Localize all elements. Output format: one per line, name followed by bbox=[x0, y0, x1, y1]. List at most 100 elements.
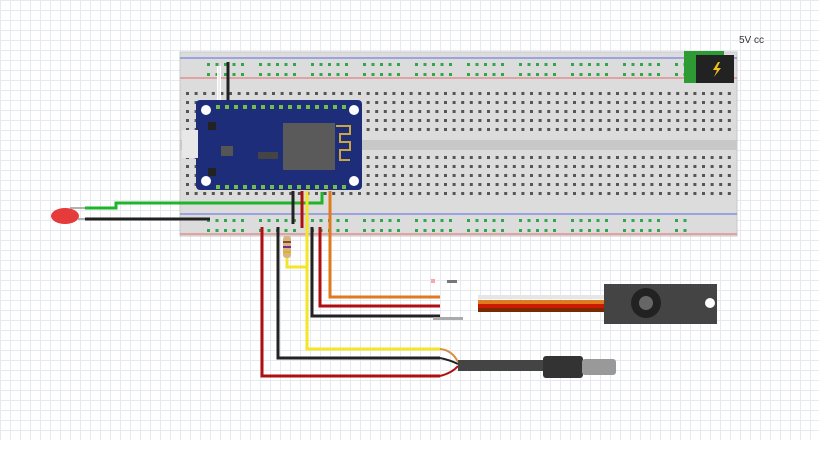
breadboard-hole bbox=[684, 174, 688, 177]
breadboard-hole bbox=[444, 128, 447, 131]
breadboard-hole bbox=[328, 63, 331, 66]
breadboard-hole bbox=[426, 92, 430, 95]
breadboard-hole bbox=[194, 92, 198, 95]
breadboard-hole bbox=[366, 174, 370, 177]
breadboard-hole bbox=[702, 174, 705, 177]
breadboard-hole bbox=[512, 156, 516, 159]
breadboard-hole bbox=[409, 165, 413, 168]
breadboard-hole bbox=[409, 174, 413, 177]
breadboard-hole bbox=[475, 63, 479, 66]
breadboard-hole bbox=[727, 101, 731, 104]
breadboard-hole bbox=[596, 219, 600, 222]
breadboard-hole bbox=[487, 92, 490, 95]
board-pin bbox=[288, 105, 292, 109]
breadboard-hole bbox=[581, 174, 585, 177]
breadboard-hole bbox=[254, 192, 258, 195]
board-pin bbox=[324, 185, 328, 189]
breadboard-hole bbox=[478, 183, 482, 186]
breadboard-hole bbox=[383, 92, 387, 95]
breadboard-hole bbox=[487, 128, 490, 131]
breadboard-hole bbox=[719, 165, 723, 168]
breadboard-hole bbox=[624, 174, 628, 177]
breadboard-hole bbox=[527, 219, 531, 222]
breadboard-hole bbox=[596, 229, 600, 232]
breadboard-hole bbox=[461, 174, 465, 177]
breadboard-hole bbox=[648, 63, 652, 66]
breadboard-hole bbox=[487, 156, 490, 159]
breadboard-hole bbox=[224, 229, 227, 232]
breadboard-hole bbox=[710, 92, 714, 95]
breadboard-hole bbox=[409, 192, 413, 195]
breadboard-hole bbox=[383, 174, 387, 177]
breadboard-hole bbox=[449, 229, 452, 232]
breadboard-hole bbox=[616, 156, 619, 159]
breadboard-hole bbox=[478, 165, 482, 168]
breadboard-hole bbox=[504, 165, 508, 168]
breadboard-hole bbox=[504, 128, 508, 131]
breadboard-hole bbox=[478, 192, 482, 195]
breadboard-hole bbox=[340, 192, 344, 195]
breadboard-hole bbox=[423, 229, 427, 232]
breadboard-hole bbox=[659, 101, 662, 104]
breadboard-hole bbox=[521, 101, 525, 104]
servo-motor bbox=[431, 279, 717, 324]
breadboard-hole bbox=[727, 183, 731, 186]
breadboard-hole bbox=[383, 101, 387, 104]
board-pin bbox=[225, 105, 229, 109]
breadboard-hole bbox=[375, 183, 379, 186]
breadboard-hole bbox=[297, 192, 301, 195]
breadboard-hole bbox=[203, 192, 207, 195]
breadboard-hole bbox=[366, 165, 370, 168]
breadboard-hole bbox=[444, 165, 447, 168]
breadboard-hole bbox=[581, 192, 585, 195]
breadboard-hole bbox=[435, 119, 439, 122]
breadboard-hole bbox=[484, 63, 487, 66]
breadboard-hole bbox=[727, 128, 731, 131]
breadboard-hole bbox=[624, 110, 628, 113]
breadboard-hole bbox=[571, 63, 574, 66]
breadboard-hole bbox=[657, 63, 660, 66]
breadboard-hole bbox=[727, 174, 731, 177]
breadboard-hole bbox=[684, 119, 688, 122]
breadboard-hole bbox=[684, 183, 688, 186]
breadboard-hole bbox=[530, 119, 533, 122]
breadboard-hole bbox=[469, 156, 473, 159]
breadboard-hole bbox=[418, 156, 422, 159]
breadboard-hole bbox=[650, 174, 654, 177]
breadboard-hole bbox=[215, 63, 219, 66]
breadboard-hole bbox=[667, 119, 671, 122]
breadboard-hole bbox=[676, 92, 680, 95]
board-pin bbox=[279, 185, 283, 189]
board-pin bbox=[252, 185, 256, 189]
breadboard-hole bbox=[207, 73, 210, 76]
breadboard-hole bbox=[366, 183, 370, 186]
temperature-sensor bbox=[439, 348, 616, 378]
breadboard-hole bbox=[501, 229, 504, 232]
breadboard-hole bbox=[527, 229, 531, 232]
breadboard-hole bbox=[538, 192, 542, 195]
breadboard-hole bbox=[553, 73, 556, 76]
breadboard-hole bbox=[469, 128, 473, 131]
breadboard-hole bbox=[676, 192, 680, 195]
breadboard-hole bbox=[186, 192, 189, 195]
breadboard-hole bbox=[633, 92, 637, 95]
board-pin bbox=[225, 185, 229, 189]
breadboard-hole bbox=[215, 229, 219, 232]
breadboard-hole bbox=[284, 219, 288, 222]
breadboard-hole bbox=[392, 165, 396, 168]
breadboard-hole bbox=[415, 219, 418, 222]
breadboard-hole bbox=[418, 165, 422, 168]
breadboard-hole bbox=[461, 119, 465, 122]
breadboard-hole bbox=[590, 174, 594, 177]
breadboard-hole bbox=[590, 92, 594, 95]
breadboard-hole bbox=[693, 110, 697, 113]
breadboard-hole bbox=[564, 174, 568, 177]
breadboard-hole bbox=[538, 183, 542, 186]
breadboard-hole bbox=[495, 156, 499, 159]
board-pin bbox=[297, 185, 301, 189]
breadboard-hole bbox=[501, 73, 504, 76]
breadboard-hole bbox=[693, 183, 697, 186]
breadboard-hole bbox=[624, 183, 628, 186]
breadboard-hole bbox=[719, 156, 723, 159]
breadboard-hole bbox=[616, 192, 619, 195]
